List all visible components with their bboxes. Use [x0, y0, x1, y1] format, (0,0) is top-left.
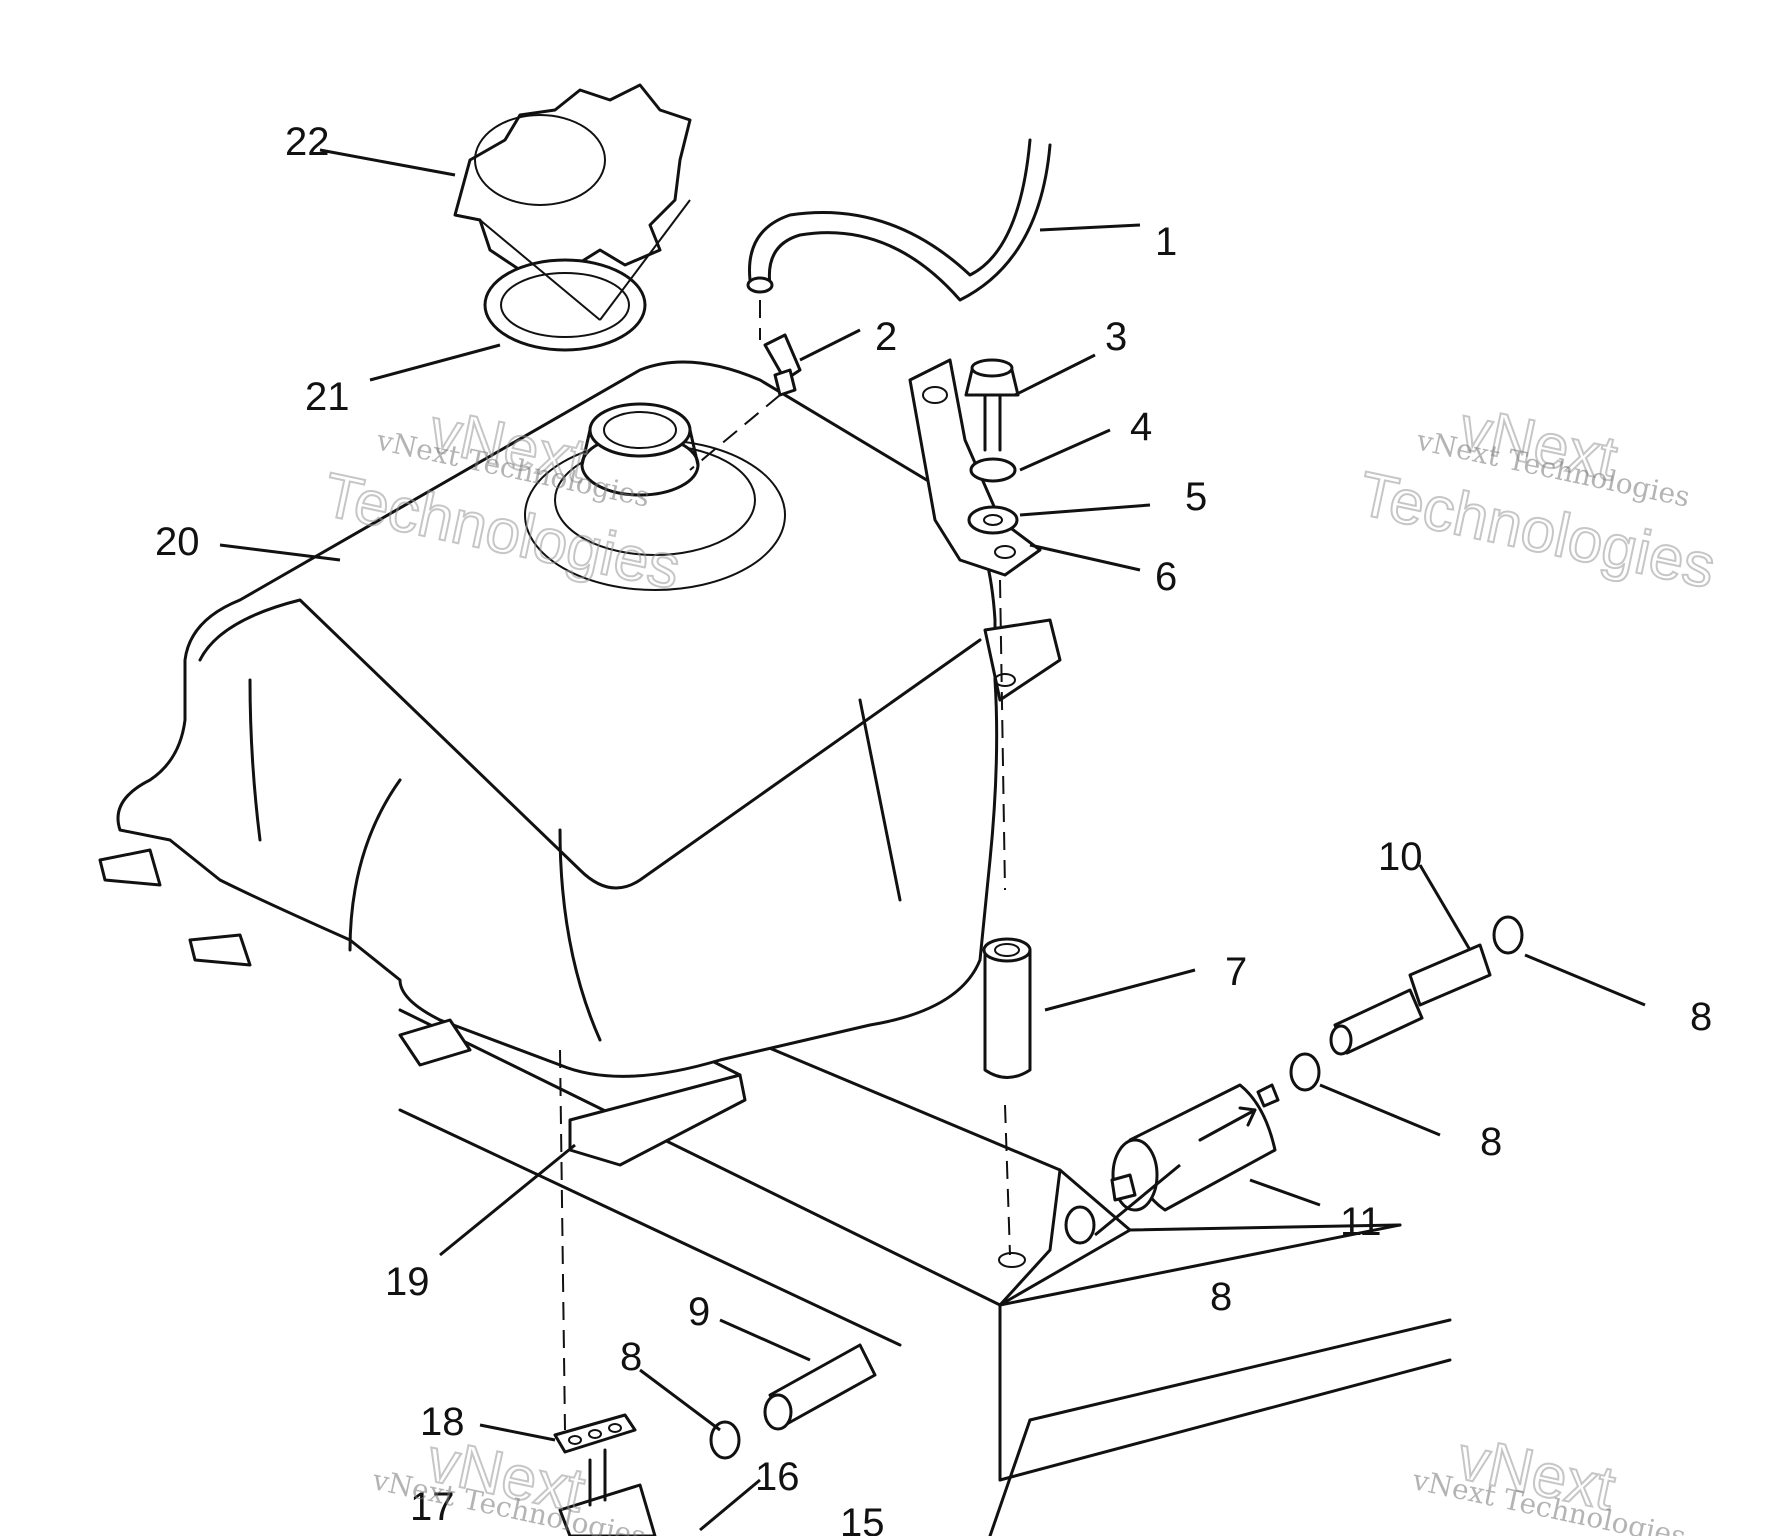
callout-2: 2 — [875, 315, 897, 359]
spacer-sleeve — [982, 937, 1032, 1079]
callout-17: 17 — [410, 1485, 455, 1529]
callout-10: 10 — [1378, 835, 1423, 879]
callout-20: 20 — [155, 520, 200, 564]
vent-hose — [746, 138, 1052, 302]
frame-rails — [398, 958, 1452, 1536]
vent-fitting — [689, 300, 802, 471]
callout-21: 21 — [305, 375, 350, 419]
callout-16: 16 — [755, 1455, 800, 1499]
callout-3: 3 — [1105, 315, 1127, 359]
callout-8a: 8 — [1690, 995, 1712, 1039]
fuel-tank — [98, 360, 1062, 1078]
assembly-line-petcock — [559, 1049, 566, 1431]
callout-19: 19 — [385, 1260, 430, 1304]
watermark-bottom-right: vNext vNext Technologies — [1409, 1423, 1689, 1536]
callout-6: 6 — [1155, 555, 1177, 599]
callout-22: 22 — [285, 120, 330, 164]
callout-15: 15 — [840, 1501, 885, 1536]
assembly-line-mount — [999, 579, 1011, 1256]
callout-9: 9 — [688, 1290, 710, 1334]
callout-8c: 8 — [1210, 1275, 1232, 1319]
callout-8d: 8 — [620, 1335, 642, 1379]
frame-bolt-hole — [998, 1252, 1026, 1268]
callout-1: 1 — [1155, 220, 1177, 264]
callout-4: 4 — [1130, 405, 1152, 449]
leader-lines — [219, 148, 1646, 1532]
callout-labels: 1 2 3 4 5 6 7 8 8 8 8 9 10 11 15 16 17 1… — [155, 120, 1712, 1536]
mount-bracket-assembly — [908, 358, 1042, 577]
callout-8b: 8 — [1480, 1120, 1502, 1164]
watermark-top-right: vNext Technologies vNext Technologies — [1352, 393, 1722, 603]
fuel-cap — [453, 83, 692, 352]
fuel-line-parts — [709, 915, 1524, 1460]
callout-7: 7 — [1225, 950, 1247, 994]
callout-11: 11 — [1340, 1200, 1382, 1244]
callout-5: 5 — [1185, 475, 1207, 519]
callout-18: 18 — [420, 1400, 465, 1444]
fuel-petcock — [553, 1413, 657, 1536]
